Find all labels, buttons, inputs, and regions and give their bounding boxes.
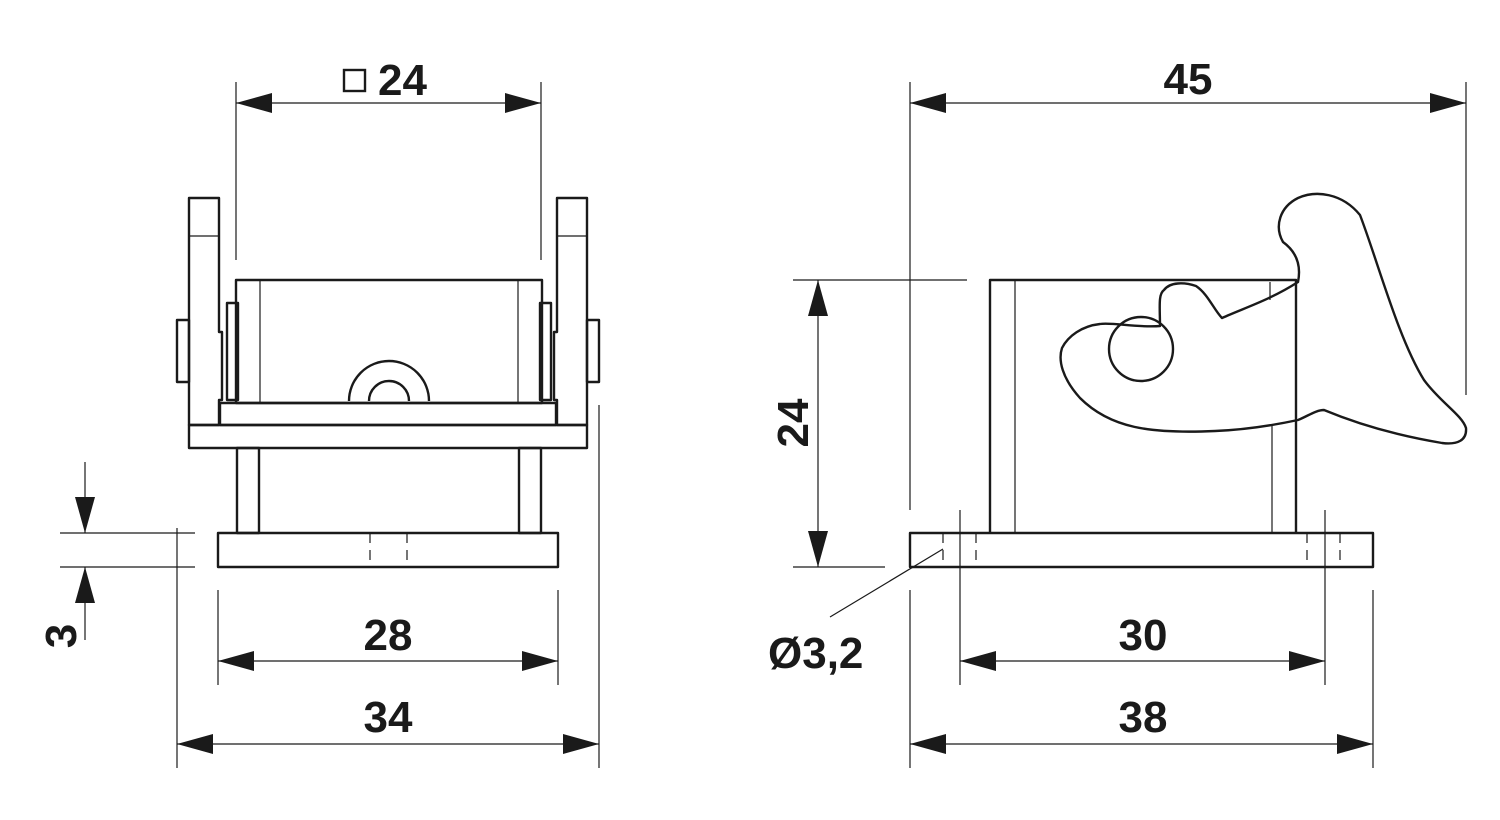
side-locking-lever [1059, 192, 1468, 445]
front-left-latch [187, 196, 224, 427]
dim-30-label: 30 [1119, 611, 1168, 660]
front-housing [234, 278, 544, 405]
dim-30: 30 [959, 510, 1326, 685]
front-frame-bar [187, 423, 589, 450]
side-base-plate [908, 531, 1375, 569]
dim-square-24: 24 [235, 56, 542, 260]
dim-38: 38 [909, 590, 1374, 768]
dim-28: 28 [217, 590, 559, 685]
side-view [908, 192, 1468, 569]
front-left-pin [175, 318, 191, 384]
side-housing [988, 278, 1298, 533]
dim-34-label: 34 [364, 693, 413, 742]
dim-hole-diameter: Ø3,2 [768, 548, 944, 678]
dim-28-label: 28 [364, 611, 413, 660]
front-left-leg [235, 446, 261, 535]
dim-45-label: 45 [1164, 55, 1213, 104]
dim-24-height-label: 24 [769, 398, 818, 447]
dim-square-label: 24 [378, 56, 427, 105]
dim-24-height: 24 [769, 279, 967, 568]
dim-3: 3 [37, 462, 195, 648]
front-base-plate [216, 531, 560, 569]
front-right-leg [517, 446, 543, 535]
front-right-pin [585, 318, 601, 384]
dim-34: 34 [176, 405, 600, 768]
front-right-latch [552, 196, 589, 427]
front-view [175, 196, 601, 569]
side-lever-pivot [1107, 315, 1175, 383]
dim-hole-diameter-label: Ø3,2 [768, 629, 863, 678]
dimensions: 24 28 34 3 [37, 55, 1467, 768]
dim-3-label: 3 [37, 624, 86, 648]
dim-38-label: 38 [1119, 693, 1168, 742]
front-cable-entry [347, 359, 431, 402]
dim-45: 45 [909, 55, 1467, 510]
